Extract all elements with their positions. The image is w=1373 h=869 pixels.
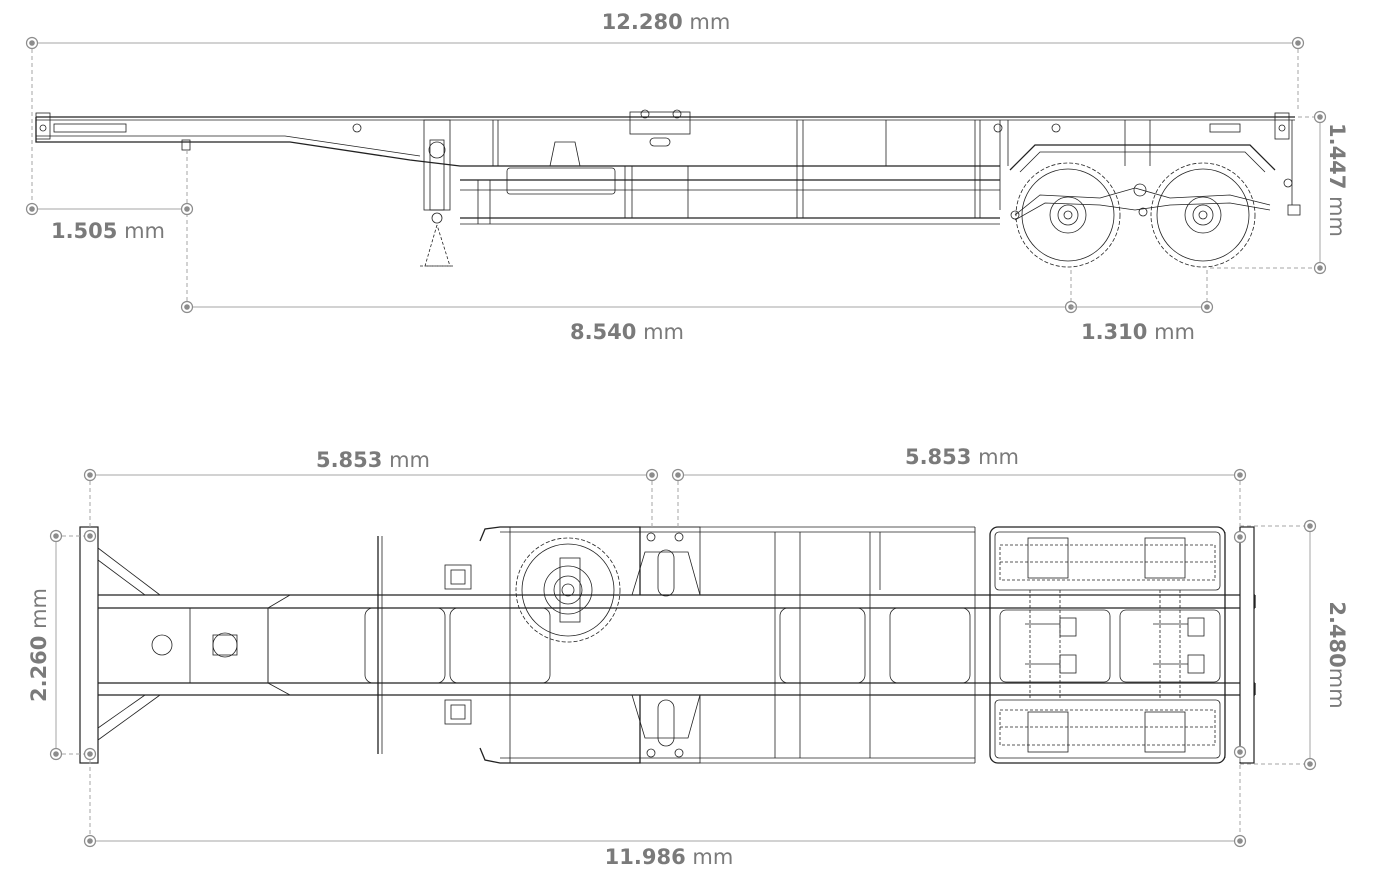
- dim-marker-icon: [1233, 530, 1247, 544]
- dim-marker-icon: [671, 468, 685, 482]
- dimension-front-half: 5.853 mm: [83, 448, 659, 530]
- dim-marker-icon: [1200, 300, 1214, 314]
- dim-label-1505: 1.505 mm: [51, 219, 165, 243]
- dim-marker-icon: [83, 529, 97, 543]
- dim-label-5853-front: 5.853 mm: [316, 448, 430, 472]
- dim-marker-icon: [1233, 834, 1247, 848]
- dim-label-1447: 1.447 mm: [1325, 123, 1349, 237]
- dimension-axle-spacing: 1.310 mm: [1071, 270, 1214, 344]
- dim-marker-icon: [180, 300, 194, 314]
- dim-label-2260: 2.260 mm: [27, 588, 51, 702]
- dim-marker-icon: [1313, 110, 1327, 124]
- dim-marker-icon: [1313, 261, 1327, 275]
- dimension-front-overhang: 1.505 mm: [25, 150, 194, 302]
- dim-label-1310: 1.310 mm: [1081, 320, 1195, 344]
- dim-marker-icon: [83, 468, 97, 482]
- dimension-front-width: 2.260 mm: [27, 529, 97, 836]
- dim-marker-icon: [1233, 745, 1247, 759]
- dim-marker-icon: [25, 36, 39, 50]
- dim-marker-icon: [49, 747, 63, 761]
- dim-marker-icon: [1291, 36, 1305, 50]
- dimension-rear-half: 5.853 mm: [671, 445, 1247, 530]
- dimension-kingpin-to-axle: 8.540 mm: [180, 270, 1078, 344]
- dim-marker-icon: [1233, 468, 1247, 482]
- dim-marker-icon: [83, 834, 97, 848]
- dim-label-5853-rear: 5.853 mm: [905, 445, 1019, 469]
- dim-label-2480: 2.480mm: [1325, 601, 1349, 708]
- dim-marker-icon: [645, 468, 659, 482]
- dimension-deck-height: 1.447 mm: [1210, 110, 1349, 275]
- dim-label-11986: 11.986 mm: [605, 845, 734, 869]
- top-view-trailer: [79, 526, 1256, 764]
- side-view-trailer: [35, 109, 1301, 268]
- dim-marker-icon: [1303, 519, 1317, 533]
- dim-label-12280: 12.280 mm: [602, 10, 731, 34]
- dim-marker-icon: [25, 202, 39, 216]
- dimension-overall-length-top: 11.986 mm: [83, 834, 1247, 869]
- dim-marker-icon: [83, 747, 97, 761]
- dim-marker-icon: [49, 529, 63, 543]
- dim-marker-icon: [180, 202, 194, 216]
- dim-marker-icon: [1303, 757, 1317, 771]
- dim-label-8540: 8.540 mm: [570, 320, 684, 344]
- dimension-overall-length-side: 12.280 mm: [25, 10, 1305, 205]
- dimension-overall-width: 2.480mm: [1233, 519, 1349, 836]
